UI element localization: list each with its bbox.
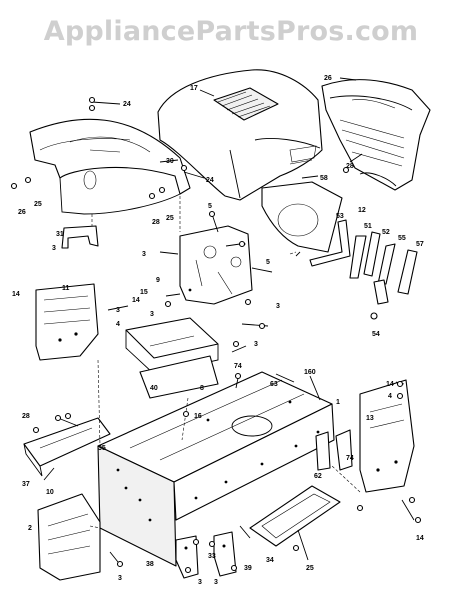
part-74-bracket xyxy=(335,429,353,471)
part-26-28-grille-bumper xyxy=(321,79,431,191)
callout-14: 14 xyxy=(386,381,394,388)
callout-34: 34 xyxy=(266,557,274,564)
callout-3: 3 xyxy=(198,579,202,586)
callout-14: 14 xyxy=(132,297,140,304)
callout-55: 55 xyxy=(398,235,406,242)
callout-2: 2 xyxy=(28,525,32,532)
callout-74: 74 xyxy=(346,455,354,462)
callout-3: 3 xyxy=(52,245,56,252)
fasteners xyxy=(10,96,422,574)
callout-40: 40 xyxy=(150,385,158,392)
part-39-bracket xyxy=(213,531,237,577)
callout-10: 10 xyxy=(46,489,54,496)
callout-51: 51 xyxy=(364,223,372,230)
part-37-step-plate xyxy=(23,417,111,477)
callout-35: 35 xyxy=(98,445,106,452)
callout-28: 28 xyxy=(22,413,30,420)
part-30-dash-cover xyxy=(29,118,191,215)
part-bracket-55 xyxy=(377,243,396,285)
callout-54: 54 xyxy=(372,331,380,338)
callout-37: 37 xyxy=(22,481,30,488)
callout-16: 16 xyxy=(194,413,202,420)
callout-4: 4 xyxy=(388,393,392,400)
callout-9: 9 xyxy=(156,277,160,284)
part-11-left-panel xyxy=(35,283,99,361)
part-58-deflector xyxy=(261,181,343,257)
callout-3: 3 xyxy=(276,303,280,310)
callout-38: 38 xyxy=(146,561,154,568)
watermark-text: AppliancePartsPros.com xyxy=(43,16,419,47)
callout-52: 52 xyxy=(382,229,390,236)
part-13-right-panel xyxy=(359,379,415,493)
callout-12: 12 xyxy=(358,207,366,214)
leader-lines xyxy=(43,77,415,563)
callout-3: 3 xyxy=(214,579,218,586)
part-1-main-frame xyxy=(97,371,335,567)
callout-53: 53 xyxy=(336,213,344,220)
callout-58: 58 xyxy=(320,175,328,182)
part-54-bracket xyxy=(370,279,389,320)
callout-26: 26 xyxy=(324,75,332,82)
callout-3: 3 xyxy=(254,341,258,348)
callout-57: 57 xyxy=(416,241,424,248)
callout-25: 25 xyxy=(166,215,174,222)
callout-3: 3 xyxy=(150,311,154,318)
callout-11: 11 xyxy=(62,285,70,292)
part-62-bracket xyxy=(315,431,331,471)
callout-39: 39 xyxy=(244,565,252,572)
callout-1: 1 xyxy=(336,399,340,406)
callout-5: 5 xyxy=(266,259,270,266)
part-17-hood xyxy=(157,69,323,201)
callout-25: 25 xyxy=(306,565,314,572)
part-31-bracket xyxy=(61,225,99,249)
callout-28: 28 xyxy=(346,163,354,170)
callout-3: 3 xyxy=(142,251,146,258)
callout-26: 26 xyxy=(18,209,26,216)
callout-5: 5 xyxy=(208,203,212,210)
part-38-bracket xyxy=(175,535,199,579)
callout-28: 28 xyxy=(152,219,160,226)
callout-3: 3 xyxy=(116,307,120,314)
callout-labels: 24 30 17 26 28 24 25 26 28 25 58 12 31 3… xyxy=(12,75,424,586)
callout-3: 3 xyxy=(118,575,122,582)
part-8-plate xyxy=(139,355,219,399)
part-bracket-52 xyxy=(363,231,381,277)
callout-15: 15 xyxy=(140,289,148,296)
callout-24: 24 xyxy=(123,101,131,108)
callout-160: 160 xyxy=(304,369,316,376)
callout-25: 25 xyxy=(34,201,42,208)
callout-33: 33 xyxy=(208,553,216,560)
callout-30: 30 xyxy=(166,158,174,165)
part-2-front-plate xyxy=(37,493,101,581)
part-bracket-57 xyxy=(397,249,418,295)
callout-62: 62 xyxy=(314,473,322,480)
callout-13: 13 xyxy=(366,415,374,422)
callout-74: 74 xyxy=(234,363,242,370)
part-bracket-51 xyxy=(349,235,367,279)
callout-8: 8 xyxy=(200,385,204,392)
callout-24: 24 xyxy=(206,177,214,184)
callout-4: 4 xyxy=(116,321,120,328)
callout-63: 63 xyxy=(270,381,278,388)
callout-31: 31 xyxy=(56,231,64,238)
callout-14: 14 xyxy=(416,535,424,542)
part-bracket-53 xyxy=(309,219,351,267)
part-34-foot-rest xyxy=(249,485,341,547)
part-9-dash-panel xyxy=(179,225,253,305)
callout-14: 14 xyxy=(12,291,20,298)
callout-17: 17 xyxy=(190,85,198,92)
